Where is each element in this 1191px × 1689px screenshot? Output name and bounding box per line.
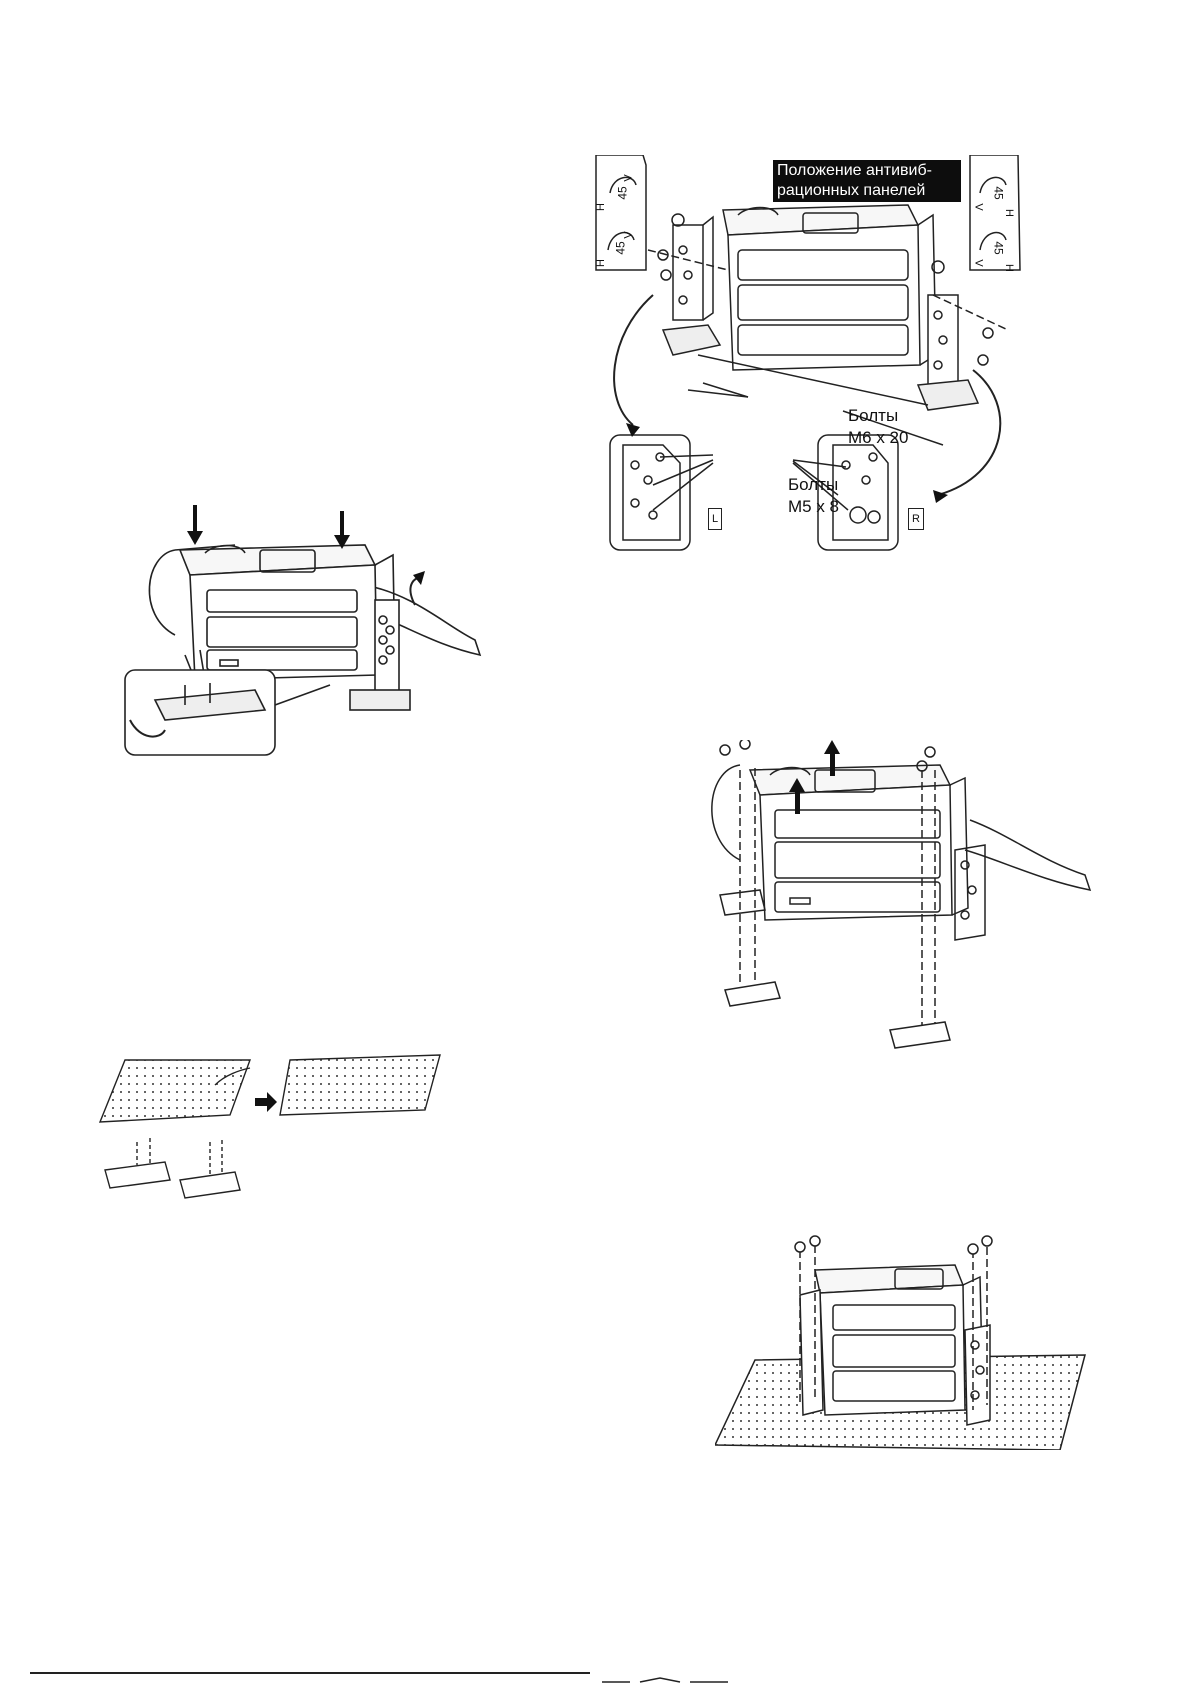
letter-h-right-bottom: H bbox=[999, 264, 1019, 272]
callout-line-1: Положение антивиб- bbox=[777, 161, 957, 181]
angle-right-top: 45 bbox=[989, 186, 1009, 199]
antivibration-callout: Положение антивиб- рационных панелей bbox=[773, 160, 961, 202]
letter-v-left-top: V bbox=[619, 174, 639, 181]
angle-left-bottom: 45 bbox=[611, 241, 631, 254]
plate-right-tag: R bbox=[908, 508, 924, 530]
bolts-m5-label-1: Болты bbox=[788, 475, 838, 495]
figure-template-sheet bbox=[95, 1050, 450, 1200]
plate-left-tag: L bbox=[708, 508, 722, 530]
letter-v-right-top: V bbox=[969, 203, 989, 210]
angle-right-bottom: 45 bbox=[989, 241, 1009, 254]
bolts-m5-label-2: M5 x 8 bbox=[788, 497, 839, 517]
figure-antivibration-assembly bbox=[588, 155, 1098, 595]
bolts-m6-label-1: Болты bbox=[848, 406, 898, 426]
letter-v-right-bottom: V bbox=[969, 259, 989, 266]
letter-h-right-top: H bbox=[999, 209, 1019, 217]
angle-left-top: 45 bbox=[613, 186, 633, 199]
bolts-m6-label-2: M6 x 20 bbox=[848, 428, 908, 448]
letter-v-left-bottom: V bbox=[619, 231, 639, 238]
figure-unit-press-down bbox=[115, 505, 495, 820]
page-bottom-rule bbox=[30, 1672, 590, 1674]
letter-h-left-bottom: H bbox=[591, 259, 611, 267]
page-bottom-mark bbox=[600, 1671, 730, 1681]
letter-h-left-top: H bbox=[591, 203, 611, 211]
callout-line-2: рационных панелей bbox=[777, 181, 957, 201]
figure-unit-lift-up bbox=[700, 740, 1095, 1075]
figure-unit-on-floor bbox=[715, 1235, 1095, 1450]
